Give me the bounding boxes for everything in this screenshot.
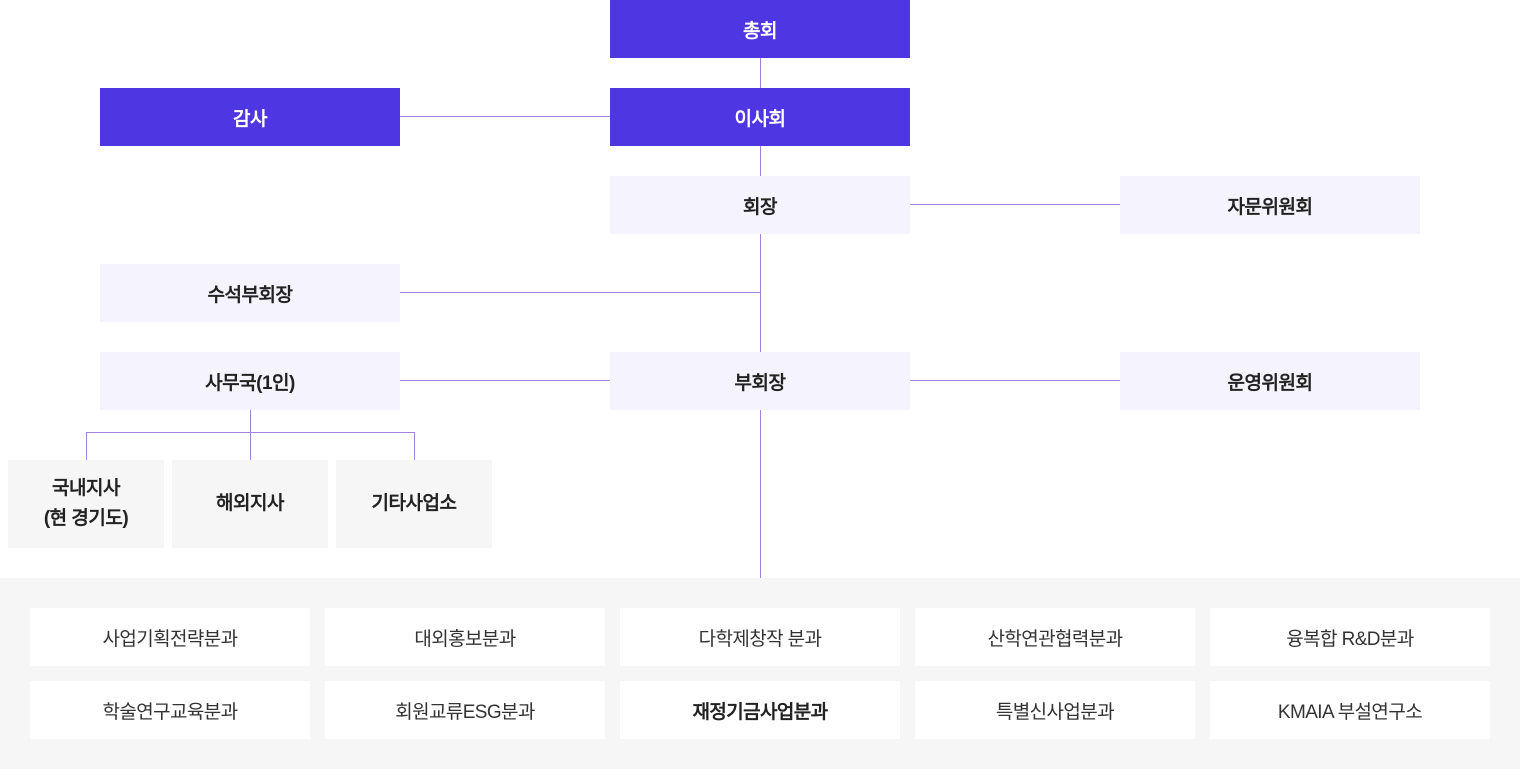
node-senior-vice-chairman: 수석부회장 bbox=[100, 264, 400, 322]
node-audit: 감사 bbox=[100, 88, 400, 146]
node-overseas-label: 해외지사 bbox=[216, 493, 284, 514]
node-advisory-label: 자문위원회 bbox=[1227, 196, 1313, 218]
division-item: 융복합 R&D분과 bbox=[1210, 608, 1490, 666]
node-board: 이사회 bbox=[610, 88, 910, 146]
division-label: 특별신사업분과 bbox=[995, 701, 1115, 723]
division-item: 재정기금사업분과 bbox=[620, 681, 900, 739]
connector-secretariat-down bbox=[250, 410, 251, 432]
node-vice-chairman: 부회장 bbox=[610, 352, 910, 410]
division-label: 사업기획전략분과 bbox=[102, 628, 238, 650]
division-label: KMAIA 부설연구소 bbox=[1277, 701, 1423, 723]
node-advisory-committee: 자문위원회 bbox=[1120, 176, 1420, 234]
divisions-panel bbox=[0, 578, 1520, 769]
node-domestic-label-line2: (현 경기도) bbox=[43, 508, 129, 529]
division-label: 학술연구교육분과 bbox=[102, 701, 238, 723]
connector-vice-divisions bbox=[760, 410, 761, 578]
node-general-assembly-label: 총회 bbox=[743, 20, 777, 42]
connector-board-chairman bbox=[760, 146, 761, 176]
connector-audit-board bbox=[400, 116, 610, 117]
connector-senior-vice bbox=[400, 292, 760, 293]
division-item: 학술연구교육분과 bbox=[30, 681, 310, 739]
connector-branch-domestic bbox=[86, 432, 87, 460]
node-domestic-branch: 국내지사 (현 경기도) bbox=[8, 460, 164, 548]
node-other-office-label: 기타사업소 bbox=[371, 493, 457, 514]
division-item: 특별신사업분과 bbox=[915, 681, 1195, 739]
node-chairman-label: 회장 bbox=[743, 196, 777, 218]
node-secretariat: 사무국(1인) bbox=[100, 352, 400, 410]
node-overseas-branch: 해외지사 bbox=[172, 460, 328, 548]
node-operation-committee: 운영위원회 bbox=[1120, 352, 1420, 410]
node-operation-label: 운영위원회 bbox=[1227, 372, 1313, 394]
connector-assembly-board bbox=[760, 58, 761, 88]
division-item: 회원교류ESG분과 bbox=[325, 681, 605, 739]
division-label: 대외홍보분과 bbox=[414, 628, 516, 650]
connector-branch-other bbox=[414, 432, 415, 460]
division-item: KMAIA 부설연구소 bbox=[1210, 681, 1490, 739]
node-other-office: 기타사업소 bbox=[336, 460, 492, 548]
division-item: 산학연관협력분과 bbox=[915, 608, 1195, 666]
node-general-assembly: 총회 bbox=[610, 0, 910, 58]
division-label: 재정기금사업분과 bbox=[692, 701, 828, 723]
node-domestic-label-line1: 국내지사 bbox=[52, 478, 120, 499]
division-item: 대외홍보분과 bbox=[325, 608, 605, 666]
node-board-label: 이사회 bbox=[734, 108, 786, 130]
division-label: 산학연관협력분과 bbox=[987, 628, 1123, 650]
division-label: 회원교류ESG분과 bbox=[395, 701, 535, 723]
connector-chairman-vice bbox=[760, 234, 761, 352]
node-audit-label: 감사 bbox=[233, 108, 267, 130]
division-label: 융복합 R&D분과 bbox=[1286, 628, 1414, 650]
connector-branch-overseas bbox=[250, 432, 251, 460]
node-senior-vice-label: 수석부회장 bbox=[207, 284, 293, 306]
division-item: 사업기획전략분과 bbox=[30, 608, 310, 666]
connector-chairman-advisory bbox=[910, 204, 1120, 205]
connector-vice-operation bbox=[910, 380, 1120, 381]
node-chairman: 회장 bbox=[610, 176, 910, 234]
node-secretariat-label: 사무국(1인) bbox=[205, 372, 295, 394]
division-label: 다학제창작 분과 bbox=[698, 628, 822, 650]
connector-secretariat-vice bbox=[400, 380, 610, 381]
division-item: 다학제창작 분과 bbox=[620, 608, 900, 666]
node-vice-label: 부회장 bbox=[734, 372, 786, 394]
